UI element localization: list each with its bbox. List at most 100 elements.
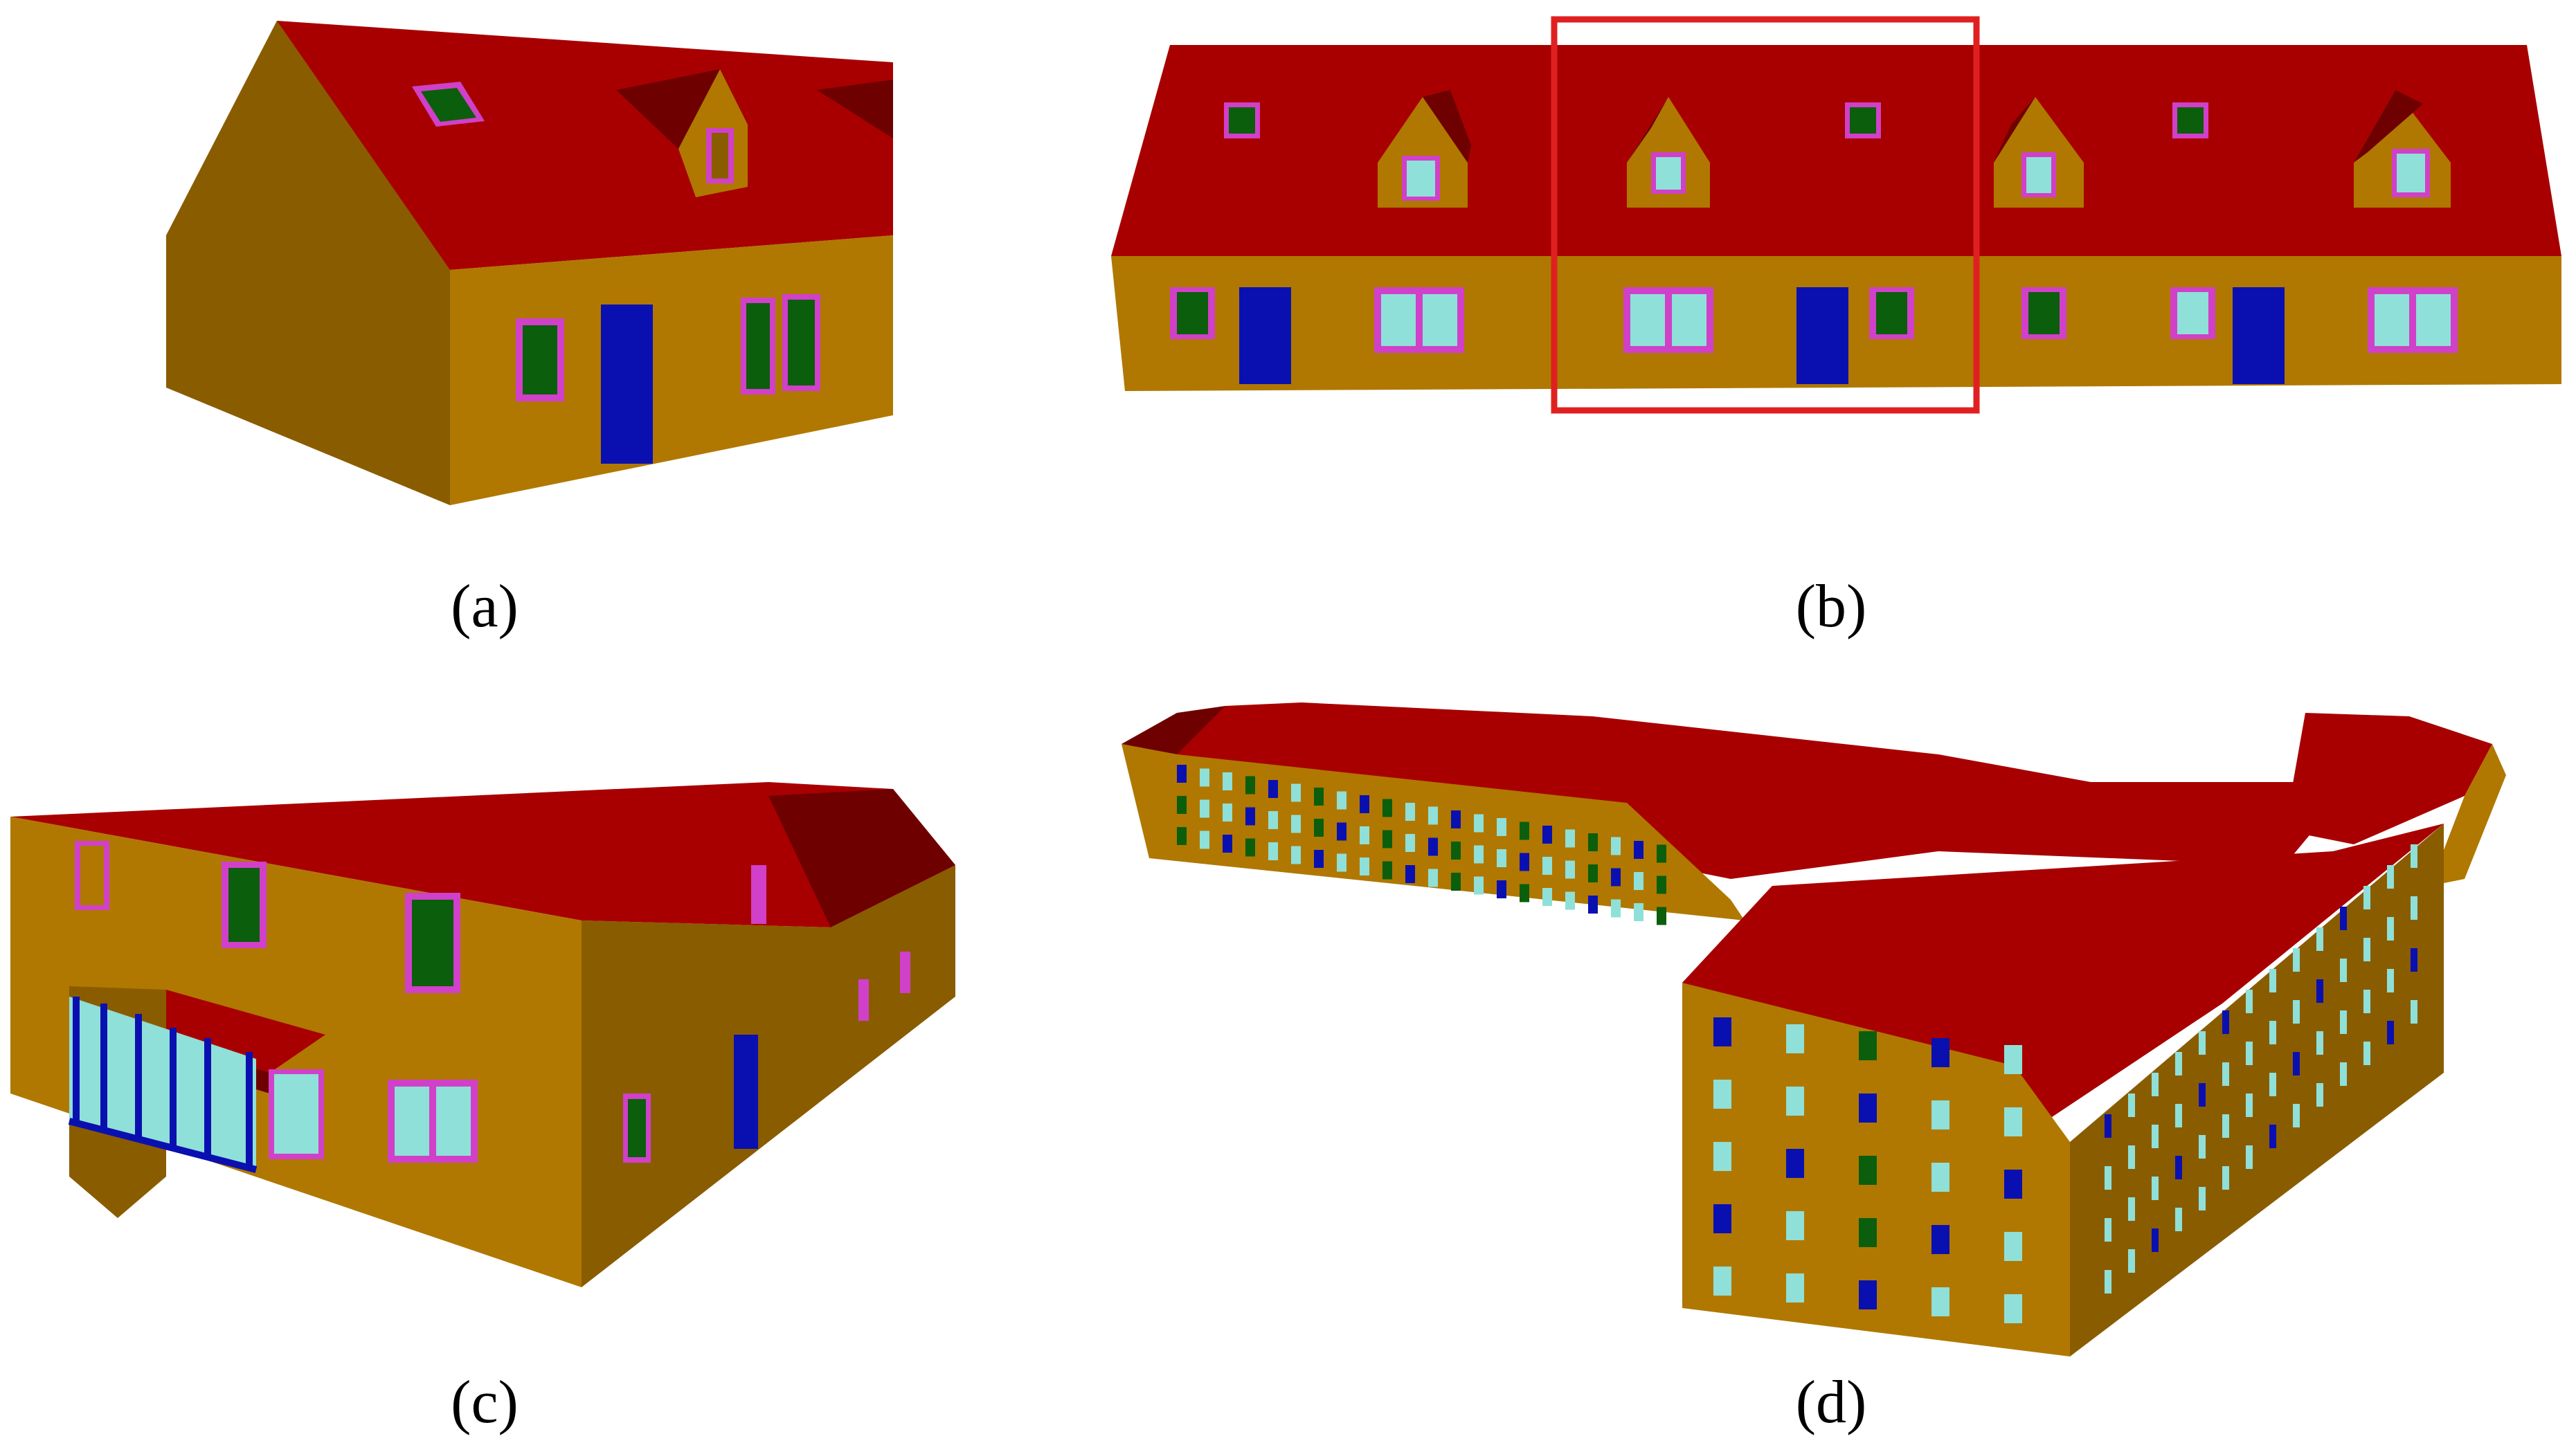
window [2199, 1031, 2206, 1055]
door [734, 1035, 758, 1149]
window [2411, 948, 2417, 972]
window [1565, 829, 1575, 848]
window [2316, 1083, 2323, 1107]
window [2199, 1187, 2206, 1210]
window [1931, 1100, 1949, 1129]
window [2340, 959, 2347, 982]
window [1859, 1218, 1877, 1247]
window [1859, 1031, 1877, 1060]
highlight-box [1551, 16, 1980, 414]
window [2222, 1062, 2229, 1086]
window-glass [1630, 294, 1665, 346]
window [2269, 1125, 2276, 1148]
window [1314, 819, 1324, 837]
window [2199, 1135, 2206, 1159]
window [1337, 791, 1346, 810]
window [2175, 1104, 2182, 1127]
roof-front-gable [1682, 886, 2146, 1142]
window [1588, 864, 1598, 882]
window [2340, 1010, 2347, 1034]
side-wall [582, 865, 955, 1287]
window-glass [2028, 292, 2060, 334]
window-glass [523, 325, 557, 394]
roof [1111, 45, 2561, 256]
window [1382, 861, 1392, 880]
window [1931, 1163, 1949, 1192]
window [1611, 868, 1621, 887]
panel-a-house [166, 21, 893, 505]
window-glass [1876, 292, 1907, 334]
roof-window-glass [1229, 107, 1255, 134]
window [1931, 1287, 1949, 1316]
window [2004, 1294, 2022, 1323]
window [2411, 1000, 2417, 1024]
window [2128, 1249, 2135, 1273]
window [1713, 1142, 1731, 1171]
window [751, 865, 766, 924]
window-glass [228, 868, 260, 942]
window [1245, 776, 1255, 795]
gable-wall [166, 21, 450, 505]
window [1565, 891, 1575, 910]
window [1634, 841, 1643, 859]
door [601, 305, 653, 464]
window [2175, 1052, 2182, 1076]
window [1245, 838, 1255, 857]
window [1291, 783, 1301, 802]
panel-c-house [10, 782, 955, 1287]
window-glass [80, 846, 104, 905]
window [2246, 1145, 2253, 1169]
window-glass [412, 900, 453, 986]
dormer [1994, 97, 2084, 208]
window [1474, 814, 1484, 833]
window [2316, 979, 2323, 1003]
window [1657, 907, 1666, 925]
window [2387, 1021, 2394, 1044]
window [1291, 846, 1301, 864]
window [2293, 1052, 2300, 1076]
window-glass [1177, 292, 1208, 334]
dormer [2354, 90, 2451, 208]
window-glass [436, 1087, 471, 1156]
window [1542, 888, 1552, 906]
window [1497, 880, 1506, 898]
window [2269, 1021, 2276, 1044]
window [1520, 853, 1529, 871]
window [1611, 899, 1621, 918]
window [1713, 1080, 1731, 1109]
window [2004, 1045, 2022, 1074]
conservatory-mullions [68, 997, 258, 1173]
window [1542, 857, 1552, 875]
window [1200, 768, 1209, 787]
window-glass [628, 1099, 646, 1157]
long-side-wall [2070, 824, 2444, 1356]
window [1786, 1024, 1804, 1053]
window [1200, 831, 1209, 849]
window [1474, 876, 1484, 895]
window [1268, 780, 1278, 798]
window [1588, 833, 1598, 851]
dormer-window-glass [712, 133, 728, 179]
window [1451, 810, 1461, 828]
door [2233, 287, 2285, 384]
window [2363, 1042, 2370, 1065]
window-glass [1672, 294, 1706, 346]
window [1405, 803, 1415, 821]
window [1245, 807, 1255, 826]
roof [277, 21, 893, 270]
window [1931, 1038, 1949, 1067]
window [1931, 1225, 1949, 1254]
roof [10, 782, 955, 927]
window [2004, 1232, 2022, 1261]
facade-windows-left [1177, 765, 1666, 925]
window [2105, 1114, 2111, 1138]
window [1268, 842, 1278, 860]
window [2340, 1062, 2347, 1086]
window [1634, 872, 1643, 890]
window [2293, 1000, 2300, 1024]
window [1314, 788, 1324, 806]
window [1859, 1280, 1877, 1309]
roof-window-glass [1850, 107, 1876, 134]
window [1634, 903, 1643, 921]
roof-right-wing [2285, 713, 2492, 844]
